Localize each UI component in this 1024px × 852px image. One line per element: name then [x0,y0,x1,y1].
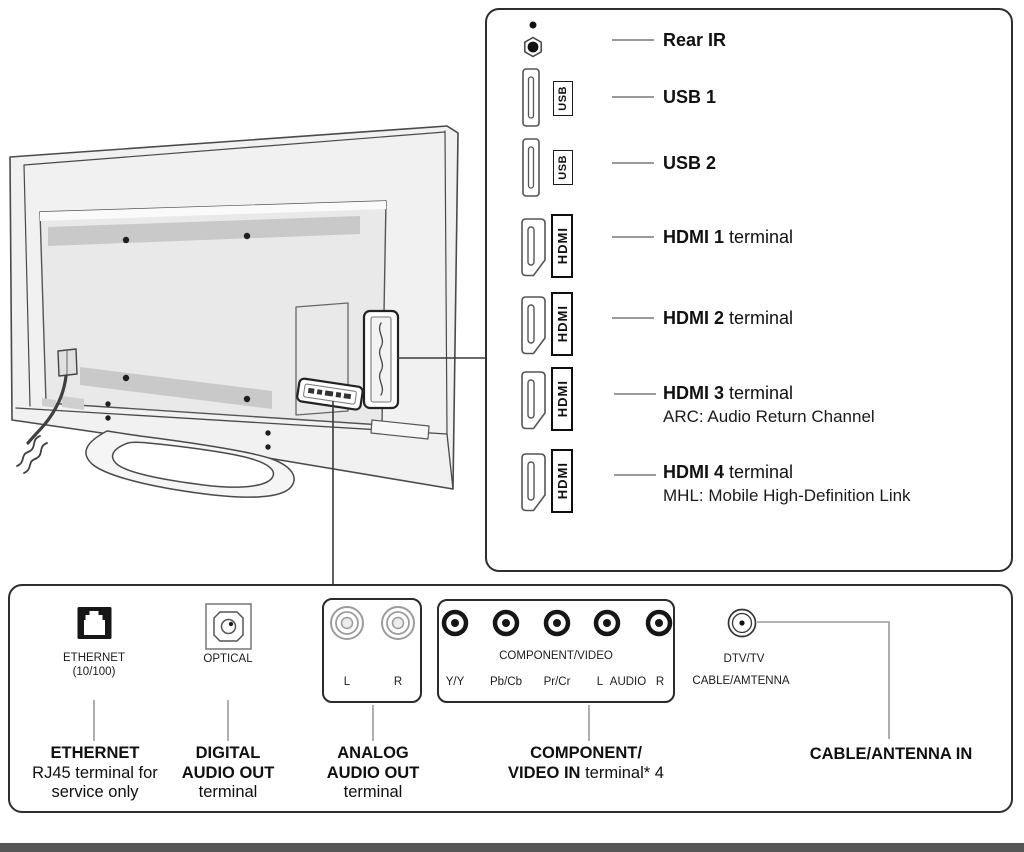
caption-analog-audio-out: ANALOG AUDIO OUT terminal [326,744,420,801]
usb-badge-label: USB [557,155,569,180]
coax-port-icon [727,608,757,638]
usb-2-port-icon [522,138,540,197]
component-group-label: COMPONENT/VIDEO [499,650,613,662]
callout-connector-lines [332,357,485,584]
hdmi-3-port-icon [521,371,546,430]
label-usb-1: USB 1 [663,87,717,107]
component-prcr-label: Pr/Cr [543,676,571,688]
caption-digital-audio-out: DIGITAL AUDIO OUT terminal [181,744,275,801]
caption-component-video-in: COMPONENT/ VIDEO IN terminal* 4 [508,744,664,782]
hdmi-2-port-icon [521,296,546,355]
hdmi-1-badge-icon: HDMI [551,214,573,278]
hdmi-badge-label: HDMI [554,380,570,418]
screws [105,232,271,450]
label-hdmi-1: HDMI 1 terminal [663,227,794,247]
hdmi-4-port-icon [521,453,546,512]
page-bottom-strip [0,843,1024,852]
connector-compartment [295,302,349,416]
usb-badge-label: USB [557,86,569,111]
component-jack-pb-icon [492,609,520,637]
component-audio-l-label: L [596,676,604,688]
coax-port-sublabel: CABLE/AMTENNA [692,675,790,687]
component-audio-label: AUDIO [609,676,647,688]
optical-port-label: OPTICAL [203,653,253,665]
component-video-box [437,599,675,703]
power-cord [16,348,78,474]
hdmi-4-badge-icon: HDMI [551,449,573,513]
label-hdmi-4-sub: MHL: Mobile High-Definition Link [663,486,911,505]
usb-2-badge-icon: USB [553,150,573,185]
label-hdmi-3-sub: ARC: Audio Return Channel [663,407,875,426]
component-audio-r-label: R [655,676,665,688]
hdmi-badge-label: HDMI [554,305,570,343]
label-rear-ir: Rear IR [663,30,727,50]
rj45-port-icon [77,607,112,639]
component-pbcb-label: Pb/Cb [490,676,522,688]
analog-audio-out-box [322,598,422,703]
analog-right-label: R [393,676,403,688]
component-yy-label: Y/Y [445,676,465,688]
caption-ethernet: ETHERNET RJ45 terminal for service only [32,744,158,801]
rear-ports-callout-panel [485,8,1013,572]
usb-1-port-icon [522,68,540,127]
component-jack-audio-r-icon [645,609,673,637]
hdmi-3-badge-icon: HDMI [551,367,573,431]
ethernet-port-label: ETHERNET [63,652,125,664]
bottom-ports-callout-panel [8,584,1013,813]
ir-sensor-icon [524,21,542,58]
hdmi-1-port-icon [521,218,546,277]
bottom-panel-leader-lines [93,621,890,741]
hdmi-2-badge-icon: HDMI [551,292,573,356]
label-hdmi-4: HDMI 4 terminal [663,462,794,482]
rca-jack-left-icon [330,606,364,640]
right-panel-leader-lines [612,39,656,476]
side-connector-panel [362,309,400,410]
component-jack-audio-l-icon [593,609,621,637]
label-hdmi-3: HDMI 3 terminal [663,383,794,403]
toslink-port-icon [205,603,252,650]
ethernet-port-sublabel: (10/100) [72,666,116,678]
tv-stand [85,430,295,498]
label-usb-2: USB 2 [663,153,717,173]
caption-cable-antenna-in: CABLE/ANTENNA IN [809,745,973,763]
hdmi-badge-label: HDMI [554,462,570,500]
hdmi-badge-label: HDMI [554,227,570,265]
usb-1-badge-icon: USB [553,81,573,116]
bottom-connector-strip [296,377,364,411]
component-jack-y-icon [441,609,469,637]
component-jack-pr-icon [543,609,571,637]
analog-left-label: L [343,676,351,688]
coax-port-label: DTV/TV [723,653,765,665]
rca-jack-right-icon [381,606,415,640]
label-hdmi-2: HDMI 2 terminal [663,308,794,328]
